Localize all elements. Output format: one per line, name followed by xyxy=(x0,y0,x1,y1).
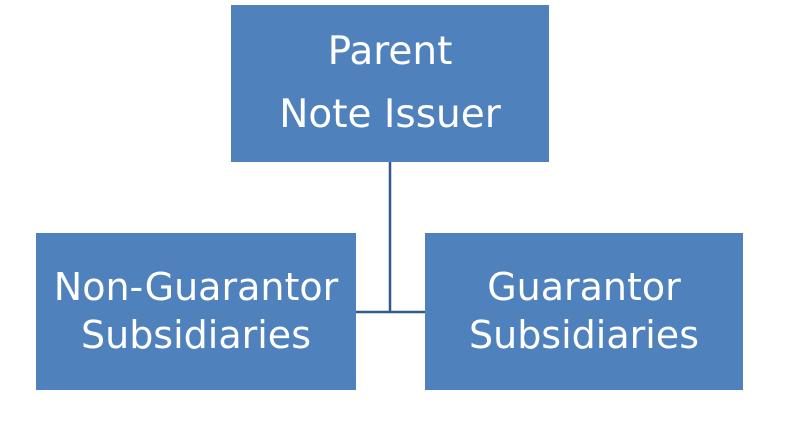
parent-note-issuer-box: Parent Note Issuer xyxy=(231,5,549,162)
guarantor-label: Guarantor xyxy=(487,264,681,309)
guarantor-subsidiaries-box: Guarantor Subsidiaries xyxy=(425,233,743,390)
non-guarantor-subsidiaries-label: Subsidiaries xyxy=(80,312,311,357)
non-guarantor-subsidiaries-box: Non-Guarantor Subsidiaries xyxy=(36,233,356,390)
note-issuer-label: Note Issuer xyxy=(279,91,501,137)
parent-label: Parent xyxy=(327,28,453,74)
non-guarantor-label: Non-Guarantor xyxy=(53,264,339,309)
guarantor-subsidiaries-label: Subsidiaries xyxy=(468,312,699,357)
